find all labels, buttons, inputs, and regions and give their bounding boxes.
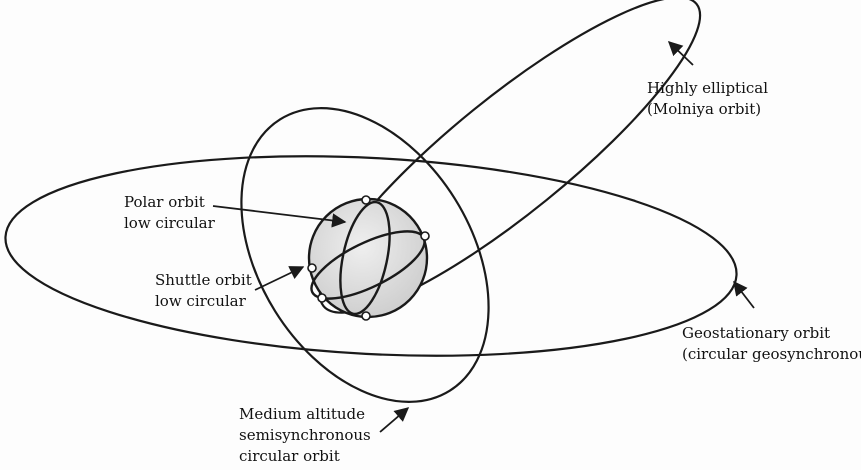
satellite-marker bbox=[362, 312, 370, 320]
medium-altitude-arrow bbox=[380, 408, 408, 432]
satellite-marker bbox=[421, 232, 429, 240]
molniya-label-line2: (Molniya orbit) bbox=[647, 99, 768, 120]
satellite-marker bbox=[362, 196, 370, 204]
shuttle-label-line1: Shuttle orbit bbox=[155, 270, 252, 291]
shuttle-label: Shuttle orbit low circular bbox=[155, 270, 252, 312]
polar-arrow bbox=[213, 206, 345, 222]
geostationary-label: Geostationary orbit (circular geosynchro… bbox=[682, 323, 861, 365]
satellite-marker bbox=[308, 264, 316, 272]
geostationary-label-line2: (circular geosynchronous) bbox=[682, 344, 861, 365]
molniya-label-line1: Highly elliptical bbox=[647, 78, 768, 99]
shuttle-label-line2: low circular bbox=[155, 291, 252, 312]
polar-label-line2: low circular bbox=[124, 213, 215, 234]
geostationary-arrow bbox=[734, 282, 754, 308]
medium-altitude-label-line3: circular orbit bbox=[239, 446, 371, 467]
satellite-marker bbox=[318, 294, 326, 302]
medium-altitude-label-line2: semisynchronous bbox=[239, 425, 371, 446]
shuttle-arrow bbox=[255, 267, 303, 290]
polar-label: Polar orbit low circular bbox=[124, 192, 215, 234]
geostationary-label-line1: Geostationary orbit bbox=[682, 323, 861, 344]
medium-altitude-label-line1: Medium altitude bbox=[239, 404, 371, 425]
polar-label-line1: Polar orbit bbox=[124, 192, 215, 213]
molniya-label: Highly elliptical (Molniya orbit) bbox=[647, 78, 768, 120]
medium-altitude-label: Medium altitude semisynchronous circular… bbox=[239, 404, 371, 467]
